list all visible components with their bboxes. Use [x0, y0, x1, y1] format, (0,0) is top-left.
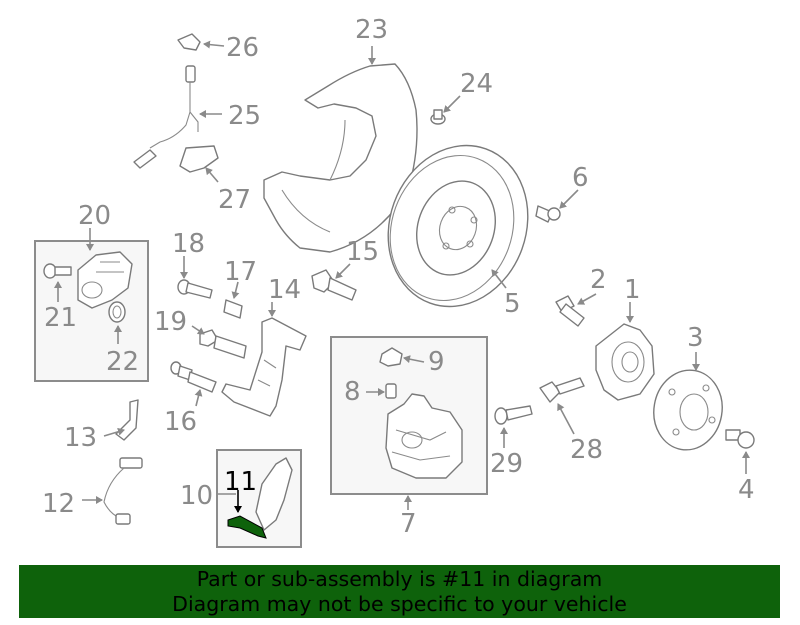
label-24: 24 — [460, 69, 493, 99]
part-19-bolt — [199, 329, 247, 359]
part-18-bolt — [177, 279, 213, 299]
label-21: 21 — [44, 303, 77, 333]
part-labels: 26 25 27 23 24 6 5 20 21 22 18 17 14 19 … — [42, 15, 755, 539]
label-7: 7 — [400, 509, 417, 539]
label-15: 15 — [346, 237, 379, 267]
part-14-bracket — [221, 317, 307, 417]
label-18: 18 — [172, 229, 205, 259]
label-1: 1 — [624, 275, 641, 305]
label-14: 14 — [268, 275, 301, 305]
label-16: 16 — [164, 407, 197, 437]
part-4-nut — [725, 429, 755, 449]
part-2-bolt — [555, 295, 585, 327]
label-8: 8 — [344, 377, 361, 407]
part-27-bracket — [179, 145, 219, 173]
label-12: 12 — [42, 489, 75, 519]
label-23: 23 — [355, 15, 388, 45]
label-19: 19 — [154, 307, 187, 337]
part-11-clip-highlighted — [227, 515, 267, 539]
banner-line-2: Diagram may not be specific to your vehi… — [172, 592, 627, 616]
label-4: 4 — [738, 475, 755, 505]
part-6-bolt — [535, 205, 561, 223]
banner-line-1: Part or sub-assembly is #11 in diagram — [196, 567, 603, 591]
part-20-motor — [77, 251, 133, 309]
part-9-cap — [379, 347, 403, 367]
label-9: 9 — [428, 347, 445, 377]
part-22-seal — [108, 301, 126, 323]
part-29-bolt — [494, 405, 533, 425]
label-29: 29 — [490, 449, 523, 479]
label-3: 3 — [687, 323, 704, 353]
part-17-sleeve — [223, 299, 243, 319]
part-7-caliper — [385, 393, 463, 479]
part-26-clip — [177, 33, 201, 51]
label-22: 22 — [106, 347, 139, 377]
part-15-bolt — [311, 269, 357, 301]
label-26: 26 — [226, 33, 259, 63]
label-11: 11 — [224, 467, 257, 497]
part-3-hub — [653, 369, 723, 451]
part-25-sensor — [133, 65, 199, 169]
part-12-wear-sensor — [103, 457, 143, 525]
label-28: 28 — [570, 435, 603, 465]
label-13: 13 — [64, 423, 97, 453]
part-8-bleeder — [385, 383, 397, 399]
part-16-bolt — [170, 361, 217, 393]
label-10: 10 — [180, 481, 213, 511]
label-17: 17 — [224, 257, 257, 287]
label-27: 27 — [218, 185, 251, 215]
part-28-sensor — [539, 377, 585, 403]
part-24-bolt — [430, 109, 446, 125]
info-banner: Part or sub-assembly is #11 in diagram D… — [19, 565, 780, 618]
leader-lines — [54, 40, 750, 513]
label-6: 6 — [572, 163, 589, 193]
label-5: 5 — [504, 289, 521, 319]
part-1-bearing — [595, 323, 655, 401]
label-25: 25 — [228, 101, 261, 131]
part-5-rotor — [387, 144, 529, 308]
part-21-bolt — [43, 263, 72, 279]
label-20: 20 — [78, 201, 111, 231]
label-2: 2 — [590, 265, 607, 295]
parts-diagram: 26 25 27 23 24 6 5 20 21 22 18 17 14 19 … — [34, 15, 755, 548]
part-13-clip — [115, 399, 139, 441]
part-10-pad — [255, 457, 293, 531]
